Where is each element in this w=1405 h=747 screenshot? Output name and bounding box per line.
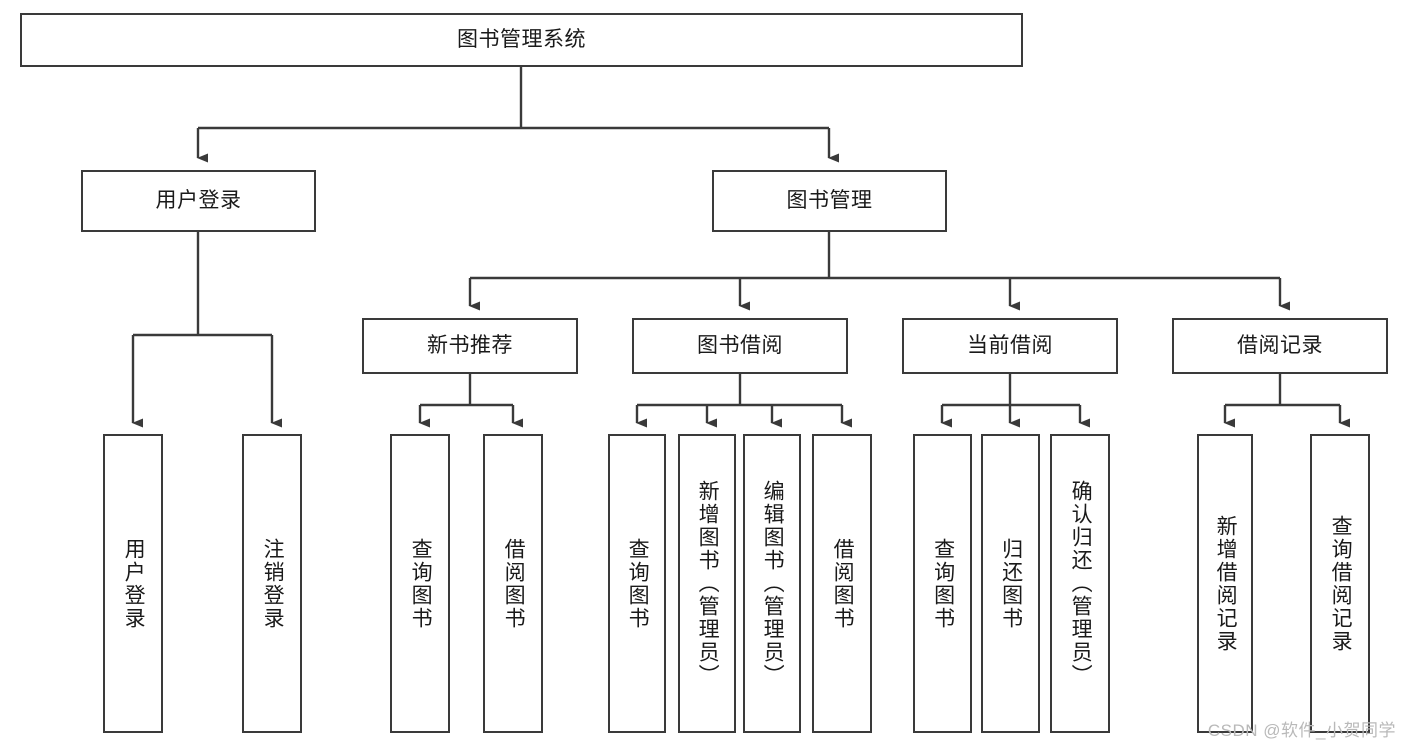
node-leaf-query-book-3-label: 查询图书 xyxy=(931,537,955,630)
node-leaf-add-record-label: 新增借阅记录 xyxy=(1214,514,1238,653)
node-leaf-query-book-1-label: 查询图书 xyxy=(409,537,433,630)
node-new-book-rec[interactable]: 新书推荐 xyxy=(362,318,578,374)
node-leaf-query-record-label: 查询借阅记录 xyxy=(1329,514,1353,653)
node-new-book-rec-label: 新书推荐 xyxy=(427,334,513,358)
node-leaf-query-book-1[interactable]: 查询图书 xyxy=(390,434,450,733)
node-leaf-borrow-book-1-label: 借阅图书 xyxy=(502,537,526,630)
node-leaf-add-book[interactable]: 新增图书（管理员） xyxy=(678,434,736,733)
node-leaf-return-book[interactable]: 归还图书 xyxy=(981,434,1040,733)
node-leaf-return-book-label: 归还图书 xyxy=(999,537,1023,630)
node-leaf-edit-book[interactable]: 编辑图书（管理员） xyxy=(743,434,801,733)
node-root-label: 图书管理系统 xyxy=(457,28,586,52)
node-leaf-query-record[interactable]: 查询借阅记录 xyxy=(1310,434,1370,733)
node-leaf-edit-book-label: 编辑图书（管理员） xyxy=(761,480,785,687)
node-leaf-query-book-2-label: 查询图书 xyxy=(626,537,650,630)
node-leaf-user-login[interactable]: 用户登录 xyxy=(103,434,163,733)
node-leaf-confirm-return-label: 确认归还（管理员） xyxy=(1069,480,1093,687)
node-leaf-logout-label: 注销登录 xyxy=(261,537,285,630)
node-borrow-record-label: 借阅记录 xyxy=(1237,334,1323,358)
node-user-login[interactable]: 用户登录 xyxy=(81,170,316,232)
node-leaf-borrow-book-2[interactable]: 借阅图书 xyxy=(812,434,872,733)
node-leaf-query-book-3[interactable]: 查询图书 xyxy=(913,434,972,733)
node-leaf-borrow-book-1[interactable]: 借阅图书 xyxy=(483,434,543,733)
node-root[interactable]: 图书管理系统 xyxy=(20,13,1023,67)
node-leaf-logout[interactable]: 注销登录 xyxy=(242,434,302,733)
node-borrow-record[interactable]: 借阅记录 xyxy=(1172,318,1388,374)
node-book-manage[interactable]: 图书管理 xyxy=(712,170,947,232)
node-current-borrow-label: 当前借阅 xyxy=(967,334,1053,358)
node-leaf-add-record[interactable]: 新增借阅记录 xyxy=(1197,434,1253,733)
node-leaf-confirm-return[interactable]: 确认归还（管理员） xyxy=(1050,434,1110,733)
node-leaf-borrow-book-2-label: 借阅图书 xyxy=(831,537,855,630)
node-user-login-label: 用户登录 xyxy=(155,189,242,213)
node-leaf-query-book-2[interactable]: 查询图书 xyxy=(608,434,666,733)
node-book-manage-label: 图书管理 xyxy=(786,189,873,213)
node-leaf-user-login-label: 用户登录 xyxy=(122,537,146,630)
node-current-borrow[interactable]: 当前借阅 xyxy=(902,318,1118,374)
node-book-borrow-label: 图书借阅 xyxy=(697,334,783,358)
node-leaf-add-book-label: 新增图书（管理员） xyxy=(696,480,720,687)
node-book-borrow[interactable]: 图书借阅 xyxy=(632,318,848,374)
csdn-watermark: CSDN @软件_小贺同学 xyxy=(1207,721,1396,740)
